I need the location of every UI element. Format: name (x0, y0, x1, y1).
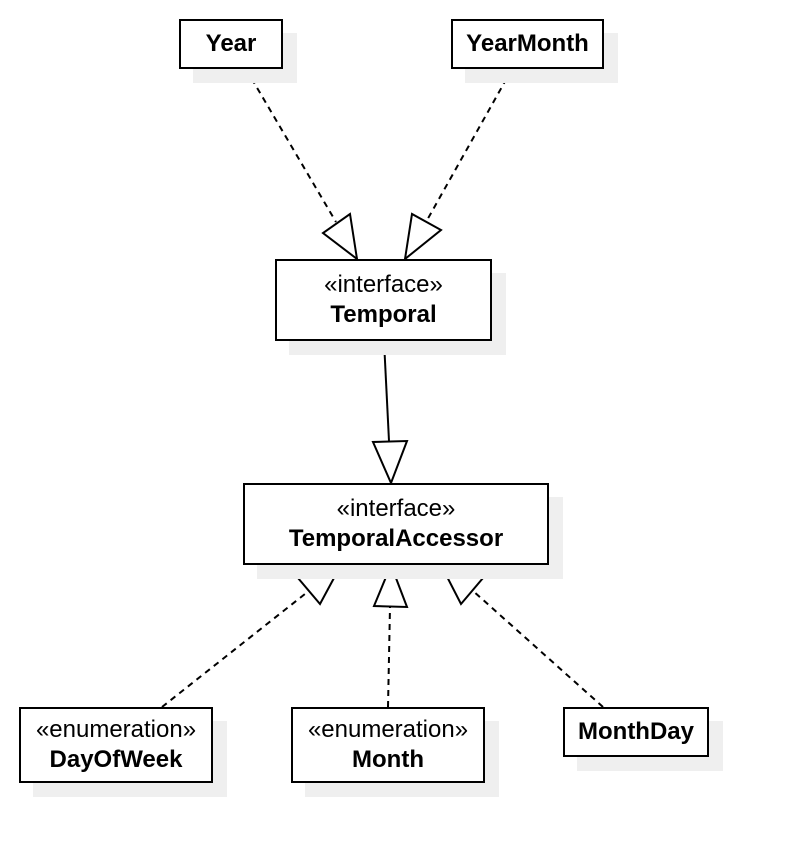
class-name: MonthDay (578, 718, 694, 745)
relation-month-accessor (372, 562, 409, 708)
class-name: DayOfWeek (49, 746, 183, 773)
hollow-arrowhead (439, 563, 485, 606)
dashed-connector (387, 606, 391, 708)
stereotype-label: «interface» (324, 271, 443, 298)
dashed-connector (245, 68, 337, 223)
class-name: Month (352, 746, 424, 773)
class-year: Year (179, 19, 283, 69)
enum-month: «enumeration» Month (291, 707, 485, 783)
class-name: YearMonth (466, 30, 589, 57)
hollow-arrowhead (321, 212, 359, 262)
dashed-connector (161, 589, 311, 708)
hollow-arrowhead (296, 563, 344, 606)
hollow-arrowhead (403, 212, 443, 262)
class-name: Temporal (330, 301, 437, 328)
relation-monthday-accessor (439, 563, 604, 708)
dashed-connector (471, 589, 604, 708)
stereotype-label: «interface» (336, 495, 456, 522)
interface-temporal: «interface» Temporal (275, 259, 492, 341)
interface-temporal-accessor: «interface» TemporalAccessor (243, 483, 549, 565)
dashed-connector (425, 68, 513, 223)
class-monthday: MonthDay (563, 707, 709, 757)
solid-connector (383, 340, 390, 442)
enum-dayofweek: «enumeration» DayOfWeek (19, 707, 213, 783)
hollow-arrowhead (371, 439, 409, 486)
stereotype-label: «enumeration» (35, 716, 197, 743)
relation-year-temporal (245, 68, 359, 262)
class-yearmonth: YearMonth (451, 19, 604, 69)
stereotype-label: «enumeration» (307, 716, 469, 743)
relation-dayofweek-accessor (161, 563, 344, 708)
class-name: Year (205, 30, 257, 57)
hollow-arrowhead (372, 562, 409, 609)
relation-yearmonth-temporal (403, 68, 513, 262)
class-name: TemporalAccessor (288, 525, 504, 552)
relation-temporal-accessor (371, 340, 409, 486)
